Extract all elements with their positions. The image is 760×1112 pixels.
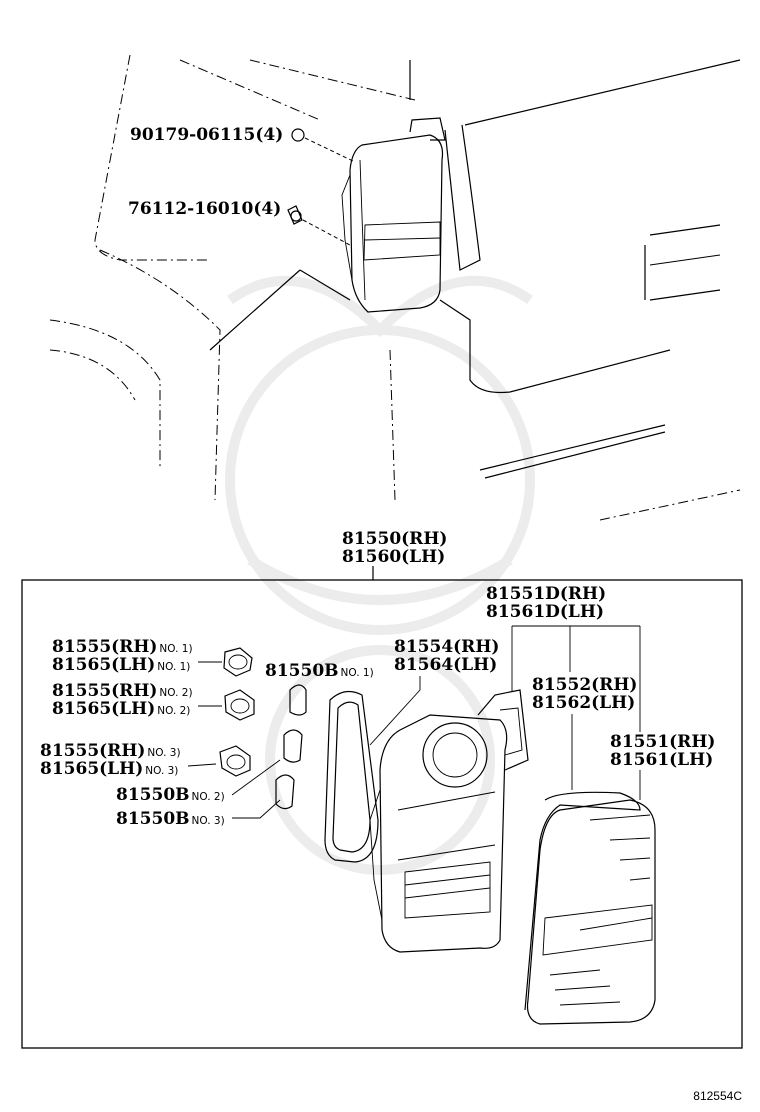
vehicle-body-view bbox=[49, 54, 741, 521]
nut-part bbox=[291, 128, 356, 163]
socket-1-rh-part-number: 81555(RH)NO. 1) bbox=[52, 637, 193, 657]
lens-rh-part-number: 81551(RH) bbox=[610, 732, 715, 752]
housing-rh-part-number: 81554(RH) bbox=[394, 637, 499, 657]
socket-1-lh-part-number: 81565(LH)NO. 1) bbox=[52, 655, 190, 675]
clip-part bbox=[287, 205, 351, 246]
bulb-1 bbox=[289, 684, 307, 716]
watermark-emblem bbox=[225, 275, 535, 875]
lens-body-rh-part-number: 81551D(RH) bbox=[486, 584, 606, 604]
nut-part-number: 90179-06115(4) bbox=[130, 125, 283, 145]
bulb-3 bbox=[275, 774, 295, 810]
assembly-rh-part-number: 81550(RH) bbox=[342, 529, 447, 549]
socket-2 bbox=[224, 689, 255, 721]
socket-3-rh-part-number: 81555(RH)NO. 3) bbox=[40, 741, 181, 761]
tail-lens bbox=[526, 799, 656, 1025]
gasket-rh-part-number: 81552(RH) bbox=[532, 675, 637, 695]
clip-part-number: 76112-16010(4) bbox=[128, 199, 281, 219]
socket-1 bbox=[223, 647, 253, 677]
socket-3-lh-part-number: 81565(LH)NO. 3) bbox=[40, 759, 178, 779]
seal-gasket bbox=[324, 690, 379, 863]
lens-body-lh-part-number: 81561D(LH) bbox=[486, 602, 604, 622]
assembly-frame bbox=[21, 579, 743, 1049]
socket-2-rh-part-number: 81555(RH)NO. 2) bbox=[52, 681, 193, 701]
bulb-2 bbox=[283, 729, 303, 763]
lens-gasket bbox=[524, 791, 641, 1011]
lamp-housing bbox=[369, 689, 529, 953]
installed-lamp bbox=[341, 117, 446, 313]
gasket-lh-part-number: 81562(LH) bbox=[532, 693, 635, 713]
socket-3 bbox=[219, 745, 251, 777]
diagram-reference-code: 812554C bbox=[693, 1089, 742, 1103]
socket-2-lh-part-number: 81565(LH)NO. 2) bbox=[52, 699, 190, 719]
housing-lh-part-number: 81564(LH) bbox=[394, 655, 497, 675]
lens-lh-part-number: 81561(LH) bbox=[610, 750, 713, 770]
assembly-lh-part-number: 81560(LH) bbox=[342, 547, 445, 567]
